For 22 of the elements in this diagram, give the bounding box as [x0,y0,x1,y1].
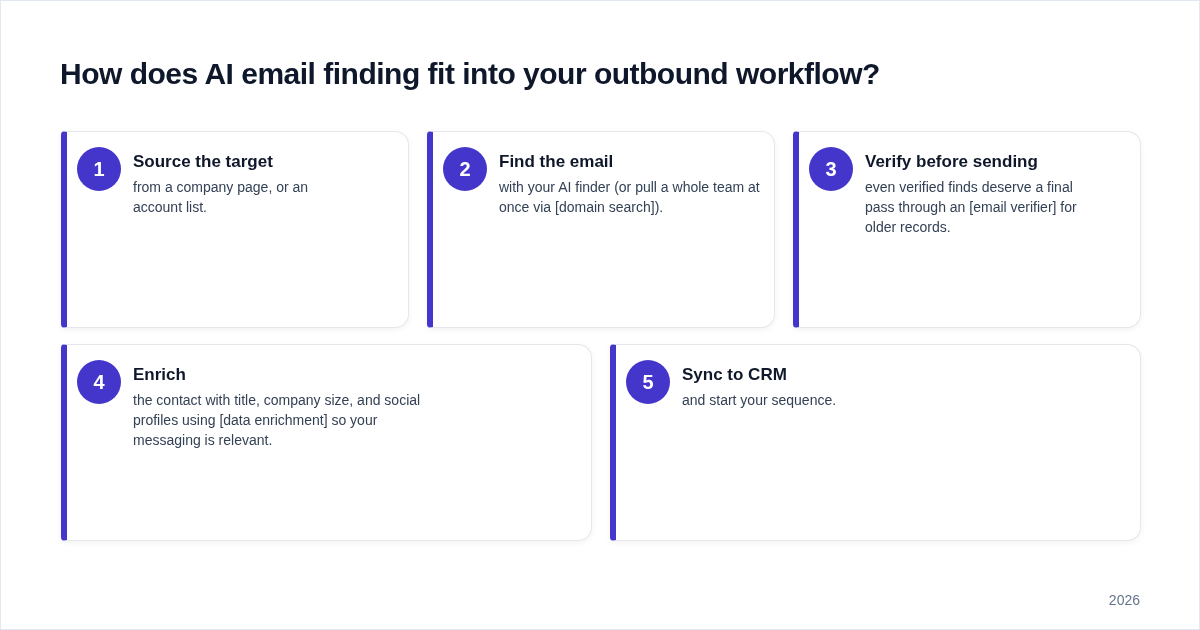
step-number-badge: 5 [626,360,670,404]
step-description: even verified finds deserve a final pass through an [email verifier] for older records. [865,178,1078,237]
step-card [610,344,1141,541]
step-description: and start your sequence. [682,391,837,410]
step-heading: Sync to CRM [682,364,787,386]
page-title: How does AI email finding fit into your outbound workflow? [60,56,880,92]
step-heading: Find the email [499,151,614,173]
step-number-badge: 3 [809,147,853,191]
step-card [61,344,592,541]
step-description: from a company page, or an account list. [133,178,310,217]
step-description: the contact with title, company size, and social profiles using [data enrichment] so your messaging is relevant. [133,391,422,450]
step-number-badge: 2 [443,147,487,191]
step-card [61,131,409,328]
step-card [427,131,775,328]
step-heading: Enrich [133,364,186,386]
step-heading: Source the target [133,151,273,173]
step-heading: Verify before sending [865,151,1038,173]
year-label: 2026 [1108,591,1140,609]
step-number-badge: 4 [77,360,121,404]
step-description: with your AI finder (or pull a whole team at once via [domain search]). [499,178,761,217]
step-card [793,131,1141,328]
step-number-badge: 1 [77,147,121,191]
